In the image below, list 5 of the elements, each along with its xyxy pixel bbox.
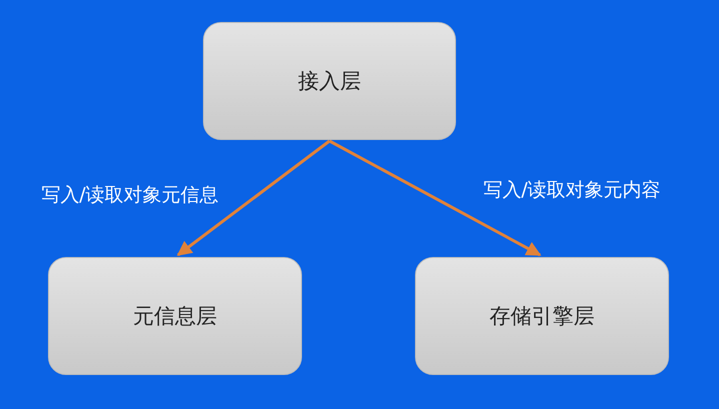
arrow: [176, 140, 330, 256]
process-box: 元信息层: [48, 257, 302, 375]
process-box: 存储引擎层: [415, 257, 669, 375]
arrow: [328, 140, 542, 256]
process-box: 接入层: [203, 22, 456, 140]
